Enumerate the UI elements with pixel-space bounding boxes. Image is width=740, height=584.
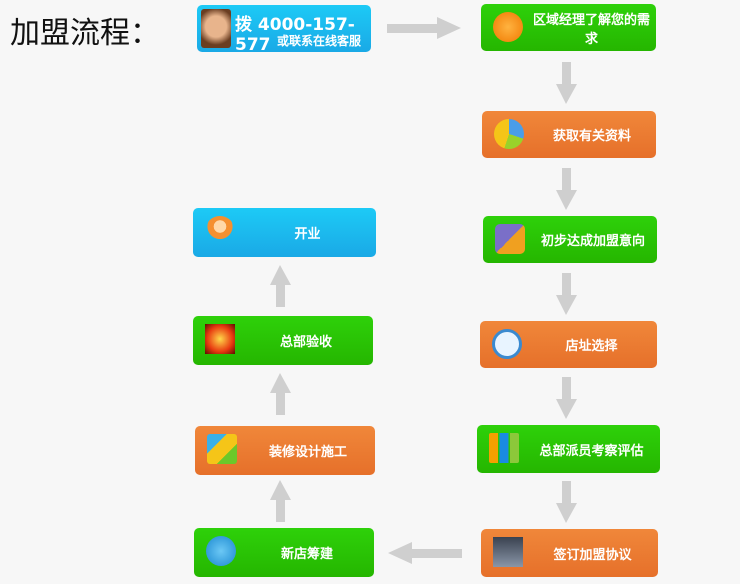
step-hq-acceptance: 总部验收: [193, 316, 373, 365]
cubes-icon: [207, 434, 237, 464]
info-icon: [206, 536, 236, 566]
phone-number: 拨 4000-157-577: [235, 15, 355, 55]
step-label: 获取有关资料: [552, 129, 631, 144]
people-icon: [205, 216, 235, 246]
bar-chart-icon: [489, 433, 519, 463]
arrow-down-icon: [556, 377, 577, 419]
step-label: 店址选择: [565, 339, 618, 354]
agent-avatar-icon: [201, 9, 231, 48]
step-label: 签订加盟协议: [553, 547, 632, 563]
step-site-selection: 店址选择: [480, 321, 657, 368]
arrow-right-icon: [387, 17, 461, 39]
step-label: 开业: [294, 227, 321, 242]
arrow-left-icon: [388, 542, 462, 564]
arrow-up-icon: [270, 480, 291, 522]
step-opening: 开业: [193, 208, 376, 257]
phone-contact-button[interactable]: 拨 4000-157-577 或联系在线客服: [197, 5, 371, 55]
step-hq-evaluation: 总部派员考察评估: [477, 425, 660, 473]
step-label: 新店筹建: [280, 547, 333, 562]
step-label: 区域经理了解您的需求: [532, 12, 650, 47]
step-get-materials: 获取有关资料: [482, 111, 656, 158]
online-service-link: 或联系在线客服: [276, 34, 361, 48]
magnifier-icon: [492, 329, 522, 359]
page-title: 加盟流程：: [10, 16, 160, 51]
step-label: 总部验收: [279, 335, 332, 350]
chat-bubbles-icon: [495, 224, 525, 254]
step-regional-manager: 区域经理了解您的需求: [481, 4, 656, 51]
arrow-down-icon: [556, 62, 577, 104]
arrow-up-icon: [270, 265, 291, 307]
rss-icon: [493, 12, 523, 42]
arrow-up-icon: [270, 373, 291, 415]
arrow-down-icon: [556, 481, 577, 523]
step-initial-intent: 初步达成加盟意向: [483, 216, 657, 263]
step-label: 初步达成加盟意向: [540, 234, 645, 249]
fireworks-icon: [205, 324, 235, 354]
arrow-down-icon: [556, 273, 577, 315]
step-label: 总部派员考察评估: [539, 443, 644, 459]
step-sign-agreement: 签订加盟协议: [481, 529, 658, 577]
pie-chart-icon: [494, 119, 524, 149]
step-new-store: 新店筹建: [194, 528, 374, 577]
handshake-icon: [493, 537, 523, 567]
arrow-down-icon: [556, 168, 577, 210]
step-label: 装修设计施工: [268, 445, 347, 460]
step-renovation: 装修设计施工: [195, 426, 375, 475]
